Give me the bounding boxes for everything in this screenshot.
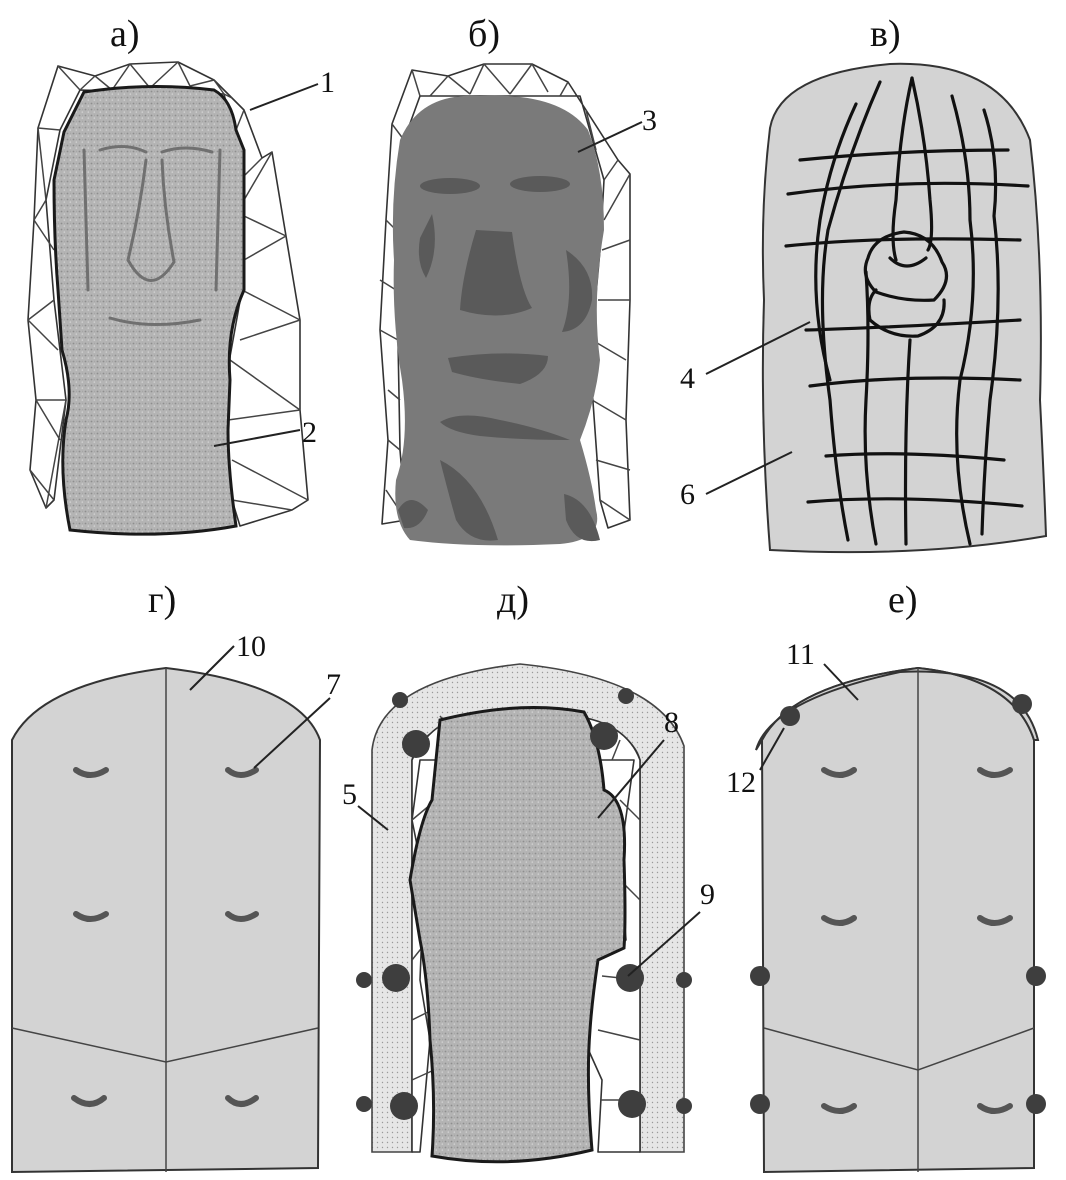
callout-2: 2	[302, 416, 317, 449]
leader-1	[250, 84, 318, 110]
panel-label-a: а)	[110, 13, 140, 55]
callout-4: 4	[680, 362, 695, 395]
panel-label-v: в)	[870, 13, 901, 55]
panel-label-d: д)	[497, 579, 529, 621]
callout-5: 5	[342, 778, 357, 811]
callout-12: 12	[726, 766, 756, 799]
panel-e-mold-with-wrap: 11 12	[726, 638, 1046, 1172]
callout-8: 8	[664, 706, 679, 739]
panel-v-flattened-pattern: 4 6	[680, 64, 1046, 552]
panel-label-e: е)	[888, 579, 918, 621]
callout-10: 10	[236, 630, 266, 663]
callout-11: 11	[786, 638, 815, 671]
callout-3: 3	[642, 104, 657, 137]
statue-photo-d	[410, 708, 625, 1162]
callout-6: 6	[680, 478, 695, 511]
callout-9: 9	[700, 878, 715, 911]
panel-b-silhouette: 3	[380, 64, 657, 545]
callout-7: 7	[326, 668, 341, 701]
statue-photo-a	[54, 86, 244, 534]
panel-g-mold-sheet: 10 7	[12, 630, 341, 1172]
panel-label-b: б)	[468, 13, 500, 55]
panel-label-g: г)	[148, 579, 176, 621]
panel-a-statue-with-shell: 1 2	[28, 62, 335, 534]
callout-1: 1	[320, 66, 335, 99]
panel-d-assembled-mold: 5 8 9	[342, 664, 715, 1162]
